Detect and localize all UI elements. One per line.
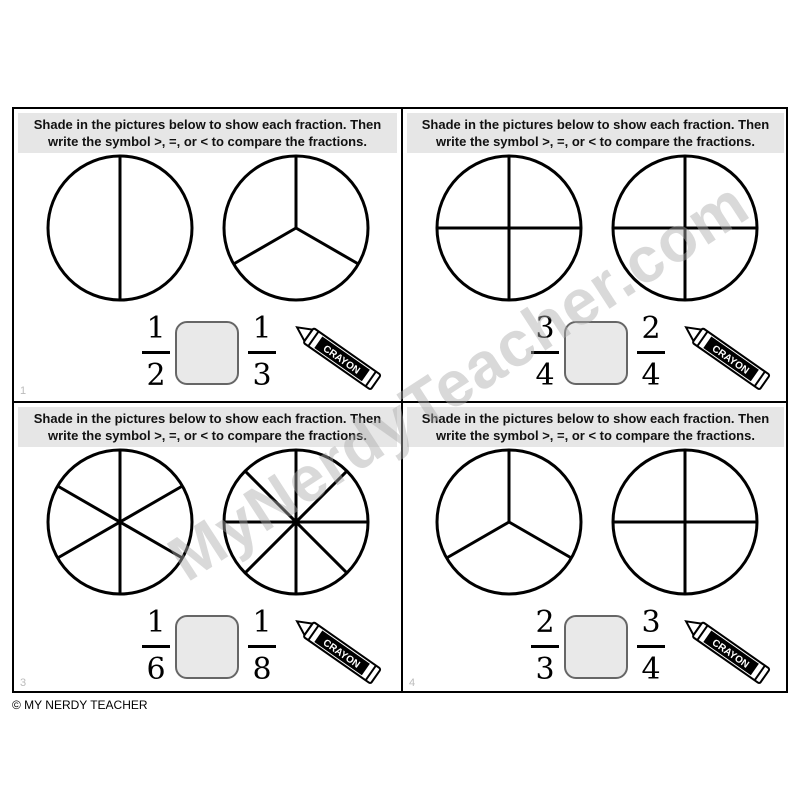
comparison-answer-box[interactable] [564, 615, 628, 679]
copyright-footer: © MY NERDY TEACHER [12, 698, 148, 712]
numerator: 1 [252, 605, 272, 640]
numerator: 3 [641, 605, 661, 640]
fraction-right: 1 3 [242, 309, 282, 396]
fraction-circle-thirds[interactable] [434, 447, 584, 597]
numerator: 1 [146, 605, 166, 640]
fraction-right: 1 8 [242, 603, 282, 690]
numerator: 2 [641, 311, 661, 346]
comparison-answer-box[interactable] [175, 615, 239, 679]
comparison-answer-box[interactable] [564, 321, 628, 385]
fraction-right: 2 4 [631, 309, 671, 396]
instructions: Shade in the pictures below to show each… [18, 407, 397, 447]
denominator: 2 [146, 358, 166, 393]
instructions-line-2: write the symbol >, =, or < to compare t… [48, 134, 367, 149]
card-number: 4 [409, 677, 416, 689]
instructions-line-2: write the symbol >, =, or < to compare t… [436, 428, 755, 443]
instructions-line-1: Shade in the pictures below to show each… [421, 411, 770, 426]
fraction-bar [248, 351, 276, 354]
denominator: 8 [252, 652, 272, 687]
task-card-1: Shade in the pictures below to show each… [14, 109, 401, 401]
denominator: 6 [146, 652, 166, 687]
card-number: 1 [20, 385, 27, 397]
fraction-left: 3 4 [525, 309, 565, 396]
fraction-bar [637, 645, 665, 648]
crayon-icon: CRAYON [295, 326, 382, 390]
denominator: 3 [535, 652, 555, 687]
crayon-icon: CRAYON [684, 326, 771, 390]
numerator: 3 [535, 311, 555, 346]
card-number: 3 [20, 677, 27, 689]
fraction-bar [142, 351, 170, 354]
instructions-line-1: Shade in the pictures below to show each… [33, 411, 382, 426]
fraction-right: 3 4 [631, 603, 671, 690]
instructions-line-1: Shade in the pictures below to show each… [33, 117, 382, 132]
instructions-line-1: Shade in the pictures below to show each… [421, 117, 770, 132]
comparison-answer-box[interactable] [175, 321, 239, 385]
fraction-bar [637, 351, 665, 354]
fraction-left: 2 3 [525, 603, 565, 690]
fraction-bar [142, 645, 170, 648]
fraction-circle-fourths[interactable] [434, 153, 584, 303]
crayon-icon: CRAYON [295, 620, 382, 684]
fraction-left: 1 2 [136, 309, 176, 396]
fraction-circle-fourths[interactable] [610, 447, 760, 597]
instructions-line-2: write the symbol >, =, or < to compare t… [48, 428, 367, 443]
fraction-circle-halves[interactable] [45, 153, 195, 303]
denominator: 4 [641, 358, 661, 393]
fraction-bar [248, 645, 276, 648]
numerator: 1 [146, 311, 166, 346]
fraction-circle-thirds[interactable] [221, 153, 371, 303]
fraction-circle-sixths[interactable] [45, 447, 195, 597]
fraction-circle-fourths[interactable] [610, 153, 760, 303]
worksheet: Shade in the pictures below to show each… [12, 107, 788, 693]
denominator: 4 [535, 358, 555, 393]
task-card-3: Shade in the pictures below to show each… [14, 401, 401, 693]
fraction-circle-eighths[interactable] [221, 447, 371, 597]
fraction-bar [531, 351, 559, 354]
fraction-left: 1 6 [136, 603, 176, 690]
task-card-2: Shade in the pictures below to show each… [401, 109, 788, 401]
numerator: 1 [252, 311, 272, 346]
instructions: Shade in the pictures below to show each… [18, 113, 397, 153]
denominator: 4 [641, 652, 661, 687]
crayon-icon: CRAYON [684, 620, 771, 684]
task-card-4: Shade in the pictures below to show each… [401, 401, 788, 693]
fraction-bar [531, 645, 559, 648]
instructions-line-2: write the symbol >, =, or < to compare t… [436, 134, 755, 149]
instructions: Shade in the pictures below to show each… [407, 407, 784, 447]
denominator: 3 [252, 358, 272, 393]
numerator: 2 [535, 605, 555, 640]
instructions: Shade in the pictures below to show each… [407, 113, 784, 153]
